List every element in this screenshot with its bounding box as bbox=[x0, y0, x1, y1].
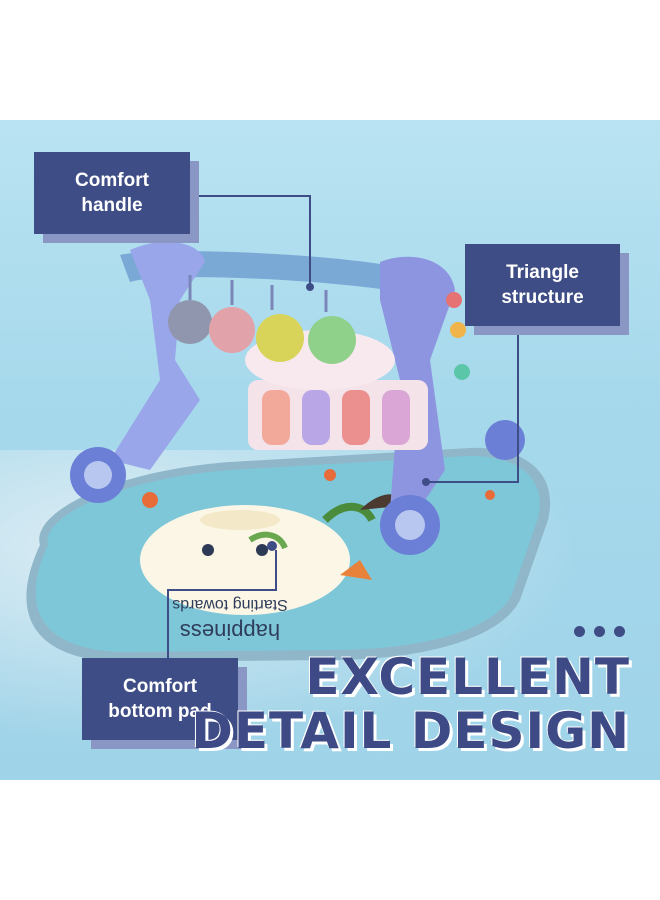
hanging-toys bbox=[168, 275, 356, 364]
mat-dot-2 bbox=[324, 469, 336, 481]
piano-key-1 bbox=[262, 390, 290, 445]
callout-triangle-line1: Triangle bbox=[506, 262, 579, 283]
side-toy-1 bbox=[446, 292, 462, 308]
bear-eye-left bbox=[202, 544, 214, 556]
pad-leader-dot bbox=[267, 541, 277, 551]
side-toy-3 bbox=[454, 364, 470, 380]
handle-leader-dot bbox=[306, 283, 314, 291]
mat-text-line2: Starting towards bbox=[172, 596, 288, 613]
toy-panda bbox=[209, 307, 255, 353]
bear-ears bbox=[200, 510, 280, 530]
mat-dot-3 bbox=[485, 490, 495, 500]
front-right-hub bbox=[395, 510, 425, 540]
left-side-frame bbox=[110, 241, 205, 470]
callout-handle-line1: Comfort bbox=[75, 170, 149, 191]
callout-pad-line2: bottom pad bbox=[108, 701, 212, 722]
mat-dot-1 bbox=[142, 492, 158, 508]
mat-leaf-2 bbox=[248, 531, 288, 550]
headline-line1: EXCELLENT bbox=[305, 648, 630, 706]
mat-text-line1: happiness bbox=[180, 619, 280, 644]
triangle-leader-line bbox=[428, 320, 519, 483]
callout-handle-line2: handle bbox=[81, 195, 143, 216]
callout-comfort-handle: Comfort handle bbox=[34, 152, 190, 234]
back-right-wheel bbox=[485, 420, 525, 460]
toy-lion bbox=[256, 314, 304, 362]
callout-pad-line1: Comfort bbox=[123, 676, 197, 697]
callout-triangle-structure: Triangle structure bbox=[465, 244, 620, 326]
bear-eye-right bbox=[256, 544, 268, 556]
headline-line2: DETAIL DESIGN bbox=[191, 702, 630, 760]
triangle-leader-dot bbox=[422, 478, 430, 486]
piano-key-4 bbox=[382, 390, 410, 445]
callout-lines bbox=[167, 195, 519, 662]
toy-koala bbox=[168, 300, 212, 344]
more-dots-icon bbox=[574, 624, 634, 642]
pad-leader-line bbox=[167, 550, 277, 662]
callout-comfort-bottom-pad: Comfort bottom pad bbox=[82, 658, 238, 740]
side-toy-2 bbox=[450, 322, 466, 338]
callout-triangle-line2: structure bbox=[501, 287, 584, 308]
walker-frame bbox=[70, 241, 525, 555]
piano-key-3 bbox=[342, 390, 370, 445]
toy-owl bbox=[308, 316, 356, 364]
bear-illustration bbox=[140, 505, 350, 615]
front-left-hub bbox=[84, 461, 112, 489]
mat-fox bbox=[340, 560, 372, 580]
mat-leaf-1 bbox=[322, 502, 376, 523]
piano-key-2 bbox=[302, 390, 330, 445]
handle-leader-line bbox=[190, 195, 311, 285]
